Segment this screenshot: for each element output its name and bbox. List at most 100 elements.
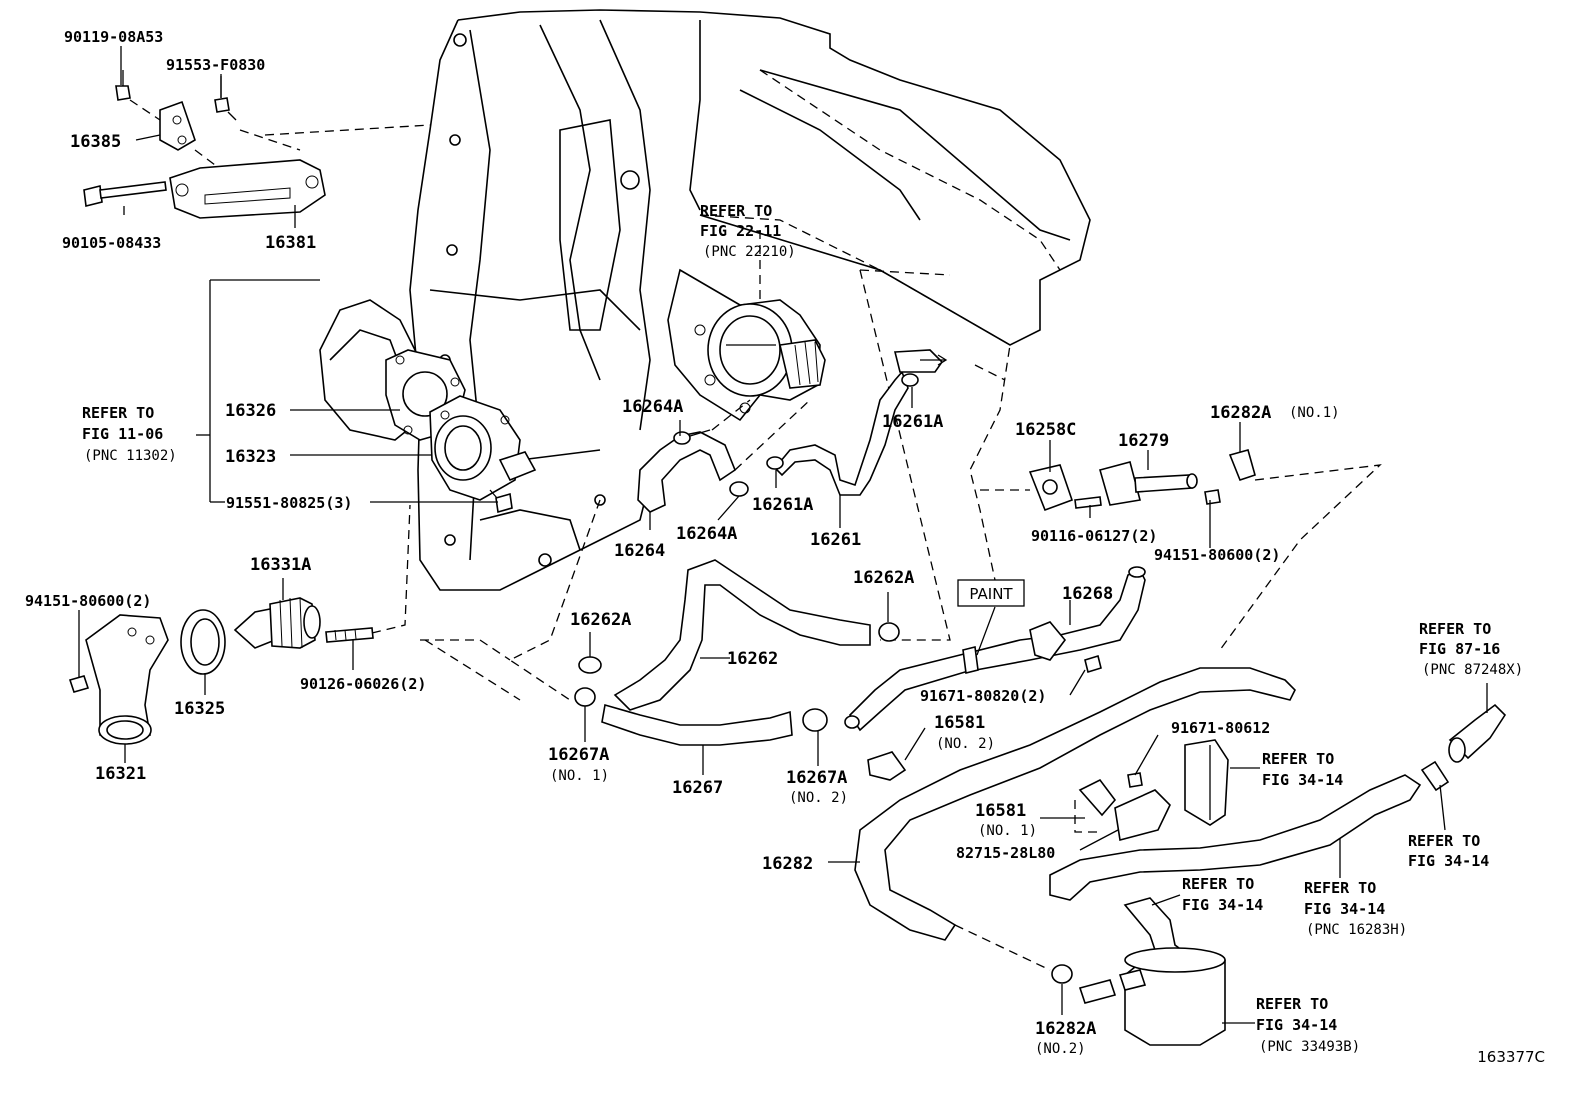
housing-16323 [429,395,537,501]
diagram-id: 163377C [1477,1048,1545,1066]
label-16282: 16282 [762,854,813,874]
bolt-91671-80612 [1127,772,1143,788]
hose-16262 [613,559,871,711]
label-16581-no1-note: (NO. 1) [978,823,1037,839]
label-16282a-no1-note: (NO.1) [1289,405,1340,421]
clamp-16282a-no1 [1228,449,1256,481]
ref-fig11-06-line2: FIG 11-06 [82,425,163,443]
bracket-82715-28l80 [1114,789,1171,841]
connector-87248x [1448,703,1507,763]
ref-fig34-14-a: REFER TO FIG 34-14 [1262,750,1343,789]
clamp-16262a-right [878,622,900,642]
label-90119-08a53: 90119-08A53 [64,28,163,46]
label-16381: 16381 [265,233,316,253]
ref-fig34-14-c-line1: REFER TO [1182,875,1254,893]
ref-fig34-14-d-line2: FIG 34-14 [1304,900,1385,918]
label-16326: 16326 [225,401,276,421]
label-16282a-no1: 16282A [1210,403,1271,423]
ref-fig34-14-c-line2: FIG 34-14 [1182,896,1263,914]
label-16321: 16321 [95,764,146,784]
clamp-16264a-bot [729,481,749,497]
label-16261a-top: 16261A [882,412,943,432]
label-16581-no2-note: (NO. 2) [936,736,995,752]
ref-fig34-14-e-line3: (PNC 33493B) [1259,1039,1360,1055]
bolt-90119-08a53 [115,70,131,101]
label-16282a-no2: 16282A [1035,1019,1096,1039]
paint-marker [962,606,996,674]
ref-fig34-14-d: REFER TO FIG 34-14 (PNC 16283H) [1304,879,1407,938]
label-82715-28l80: 82715-28L80 [956,844,1055,862]
nut-94151-80600-right [1204,489,1221,505]
ref-fig34-14-a-line1: REFER TO [1262,750,1334,768]
hose-16268 [844,566,1146,732]
label-91553-f0830: 91553-F0830 [166,56,265,74]
pipe-stub-top [893,349,948,373]
clamp-16581-no2 [867,751,907,781]
ref-fig34-14-b-line1: REFER TO [1408,832,1480,850]
gasket-16325 [180,609,226,675]
throttle-body [667,268,826,422]
label-16267: 16267 [672,778,723,798]
clamp-16267a-no1 [574,687,596,707]
part-labels: 90119-08A53 91553-F0830 16385 90105-0843… [25,28,1340,1057]
ref-fig34-14-d-line3: (PNC 16283H) [1306,922,1407,938]
clamp-16267a-no2 [802,708,828,732]
bracket-fig34-14 [1184,739,1229,826]
stud-90116-06127 [1074,496,1102,509]
label-16261: 16261 [810,530,861,550]
clamp-16262a-left [578,656,602,674]
ref-fig34-14-a-line2: FIG 34-14 [1262,771,1343,789]
label-16581-no1: 16581 [975,801,1026,821]
ref-fig34-14-b-line2: FIG 34-14 [1408,852,1489,870]
bracket-16381 [169,159,326,219]
oil-cooler-33493b [1078,947,1226,1046]
ref-fig87-16-line2: FIG 87-16 [1419,640,1500,658]
label-16268: 16268 [1062,584,1113,604]
ref-fig34-14-e-line2: FIG 34-14 [1256,1016,1337,1034]
water-inlet-16321 [85,614,169,745]
label-16267a-no2-note: (NO. 2) [789,790,848,806]
hose-16282 [854,667,1296,941]
label-16267a-no1: 16267A [548,745,609,765]
label-94151-80600-left: 94151-80600(2) [25,592,151,610]
ref-fig34-14-e: REFER TO FIG 34-14 (PNC 33493B) [1256,995,1360,1055]
label-16262: 16262 [727,649,778,669]
ref-fig22-11-line1: REFER TO [700,202,772,220]
paint-box-label: PAINT [969,585,1013,603]
ref-fig11-06-line1: REFER TO [82,404,154,422]
bolt-90105-08433 [83,181,167,207]
hose-16283h [1049,774,1422,901]
label-16331a: 16331A [250,555,311,575]
pipe-16279 [1099,461,1198,506]
bolt-91551-80825 [489,489,513,514]
label-94151-80600-right: 94151-80600(2) [1154,546,1280,564]
label-16323: 16323 [225,447,276,467]
label-16264a-top: 16264A [622,397,683,417]
label-90116-06127: 90116-06127(2) [1031,527,1157,545]
thermostat-16331a [233,597,321,649]
ref-fig34-14-d-line1: REFER TO [1304,879,1376,897]
label-16258c: 16258C [1015,420,1076,440]
bolt-91671-80820 [1084,654,1102,674]
label-16262a-left: 16262A [570,610,631,630]
clamp-fig34-14-right [1420,760,1450,792]
gasket-16258c [1028,464,1074,512]
ref-fig34-14-c: REFER TO FIG 34-14 [1182,875,1263,914]
ref-fig34-14-b: REFER TO FIG 34-14 [1408,832,1489,870]
label-16264: 16264 [614,541,665,561]
hose-16267 [601,703,793,746]
nut-94151-80600-left [68,675,90,693]
label-91551-80825: 91551-80825(3) [226,494,352,512]
label-16267a-no1-note: (NO. 1) [550,768,609,784]
label-16261a-mid: 16261A [752,495,813,515]
clamp-16264a-top [673,429,711,445]
leader-lines [78,46,1488,1024]
label-16581-no2: 16581 [934,713,985,733]
label-91671-80820: 91671-80820(2) [920,687,1046,705]
clamp-16581-no1 [1078,778,1117,817]
stud-90126-06026 [325,627,374,643]
bolt-91553-f0830 [214,76,237,121]
label-16262a-right: 16262A [853,568,914,588]
ref-fig11-06-line3: (PNC 11302) [84,448,177,464]
